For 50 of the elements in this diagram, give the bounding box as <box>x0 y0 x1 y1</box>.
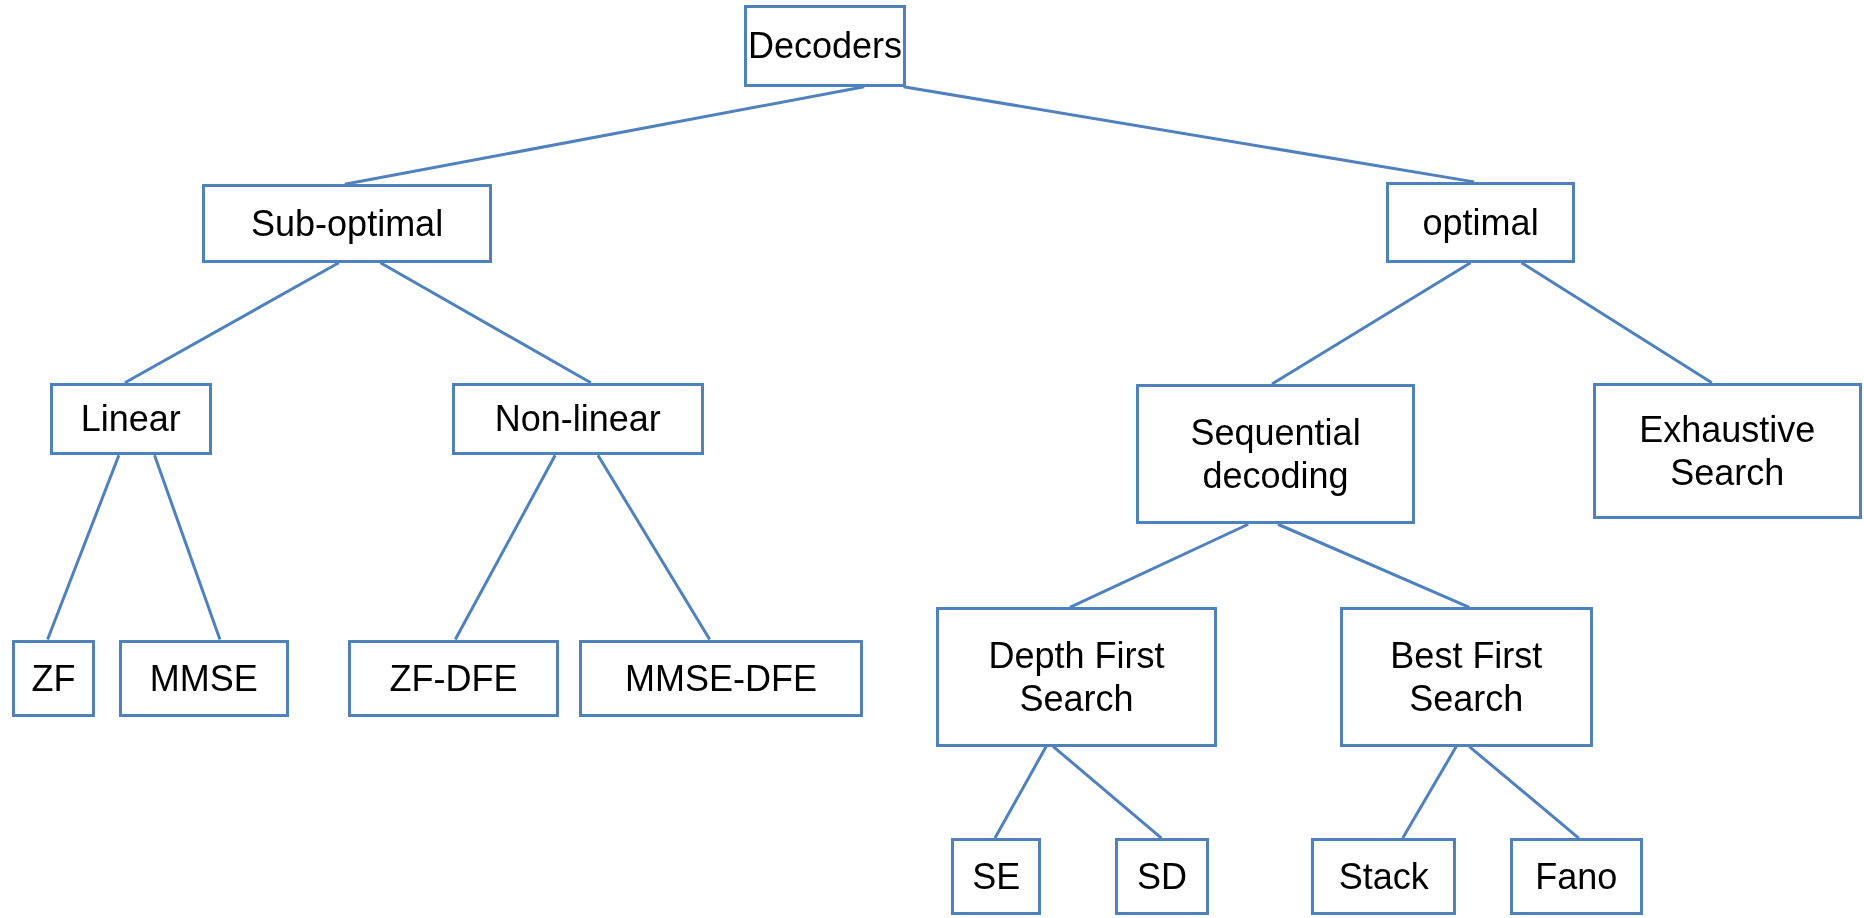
node-label: MMSE-DFE <box>624 656 817 700</box>
tree-node-box <box>1311 838 1457 916</box>
node-label: Linear <box>80 397 181 441</box>
tree-node-box <box>744 4 906 87</box>
connector-line <box>1520 261 1713 385</box>
connector-line <box>1271 261 1472 386</box>
connector-line <box>124 261 340 385</box>
connector-line <box>1468 745 1580 840</box>
tree-node-box <box>11 639 96 717</box>
tree-node-box <box>1509 838 1643 916</box>
node-label: Non-linear <box>494 397 661 441</box>
connector-line <box>1401 745 1458 839</box>
node-label: ZF <box>31 656 76 700</box>
node-label: Fano <box>1535 855 1618 899</box>
node-label: optimal <box>1422 200 1539 244</box>
connector-line <box>153 454 222 641</box>
node-label: Decoders <box>747 24 903 68</box>
tree-node-box <box>935 607 1218 747</box>
connector-line <box>379 261 592 385</box>
tree-node-box <box>118 639 289 717</box>
connector-line <box>903 85 1475 184</box>
connector-line <box>454 454 557 641</box>
node-label: Stack <box>1338 855 1429 899</box>
tree-node-box <box>1115 838 1209 916</box>
tree-node-box <box>348 639 559 717</box>
connector-line <box>993 745 1048 839</box>
tree-node-box <box>451 382 704 456</box>
tree-node-box <box>202 184 493 263</box>
node-label: SE <box>972 855 1021 899</box>
connector-line <box>596 454 711 641</box>
connector-line <box>1052 745 1163 840</box>
connector-line <box>1277 522 1470 609</box>
connector-line <box>46 454 121 641</box>
node-label: Exhaustive Search <box>1638 407 1817 495</box>
connector-line <box>344 85 865 186</box>
tree-node-box <box>49 382 212 456</box>
node-label: SD <box>1137 855 1187 899</box>
node-label: ZF-DFE <box>389 656 518 700</box>
node-label: Best First Search <box>1389 633 1544 721</box>
tree-node-box <box>1386 181 1576 263</box>
node-label: MMSE <box>149 656 258 700</box>
tree-node-box <box>951 838 1042 916</box>
tree-node-box <box>1136 383 1415 525</box>
tree-node-box <box>1339 607 1593 747</box>
node-label: Sub-optimal <box>251 201 444 246</box>
tree-node-box <box>1592 382 1862 520</box>
node-label: Sequential decoding <box>1189 410 1362 498</box>
connector-line <box>1069 522 1249 609</box>
node-label: Depth First Search <box>987 633 1166 721</box>
tree-node-box <box>578 639 864 717</box>
